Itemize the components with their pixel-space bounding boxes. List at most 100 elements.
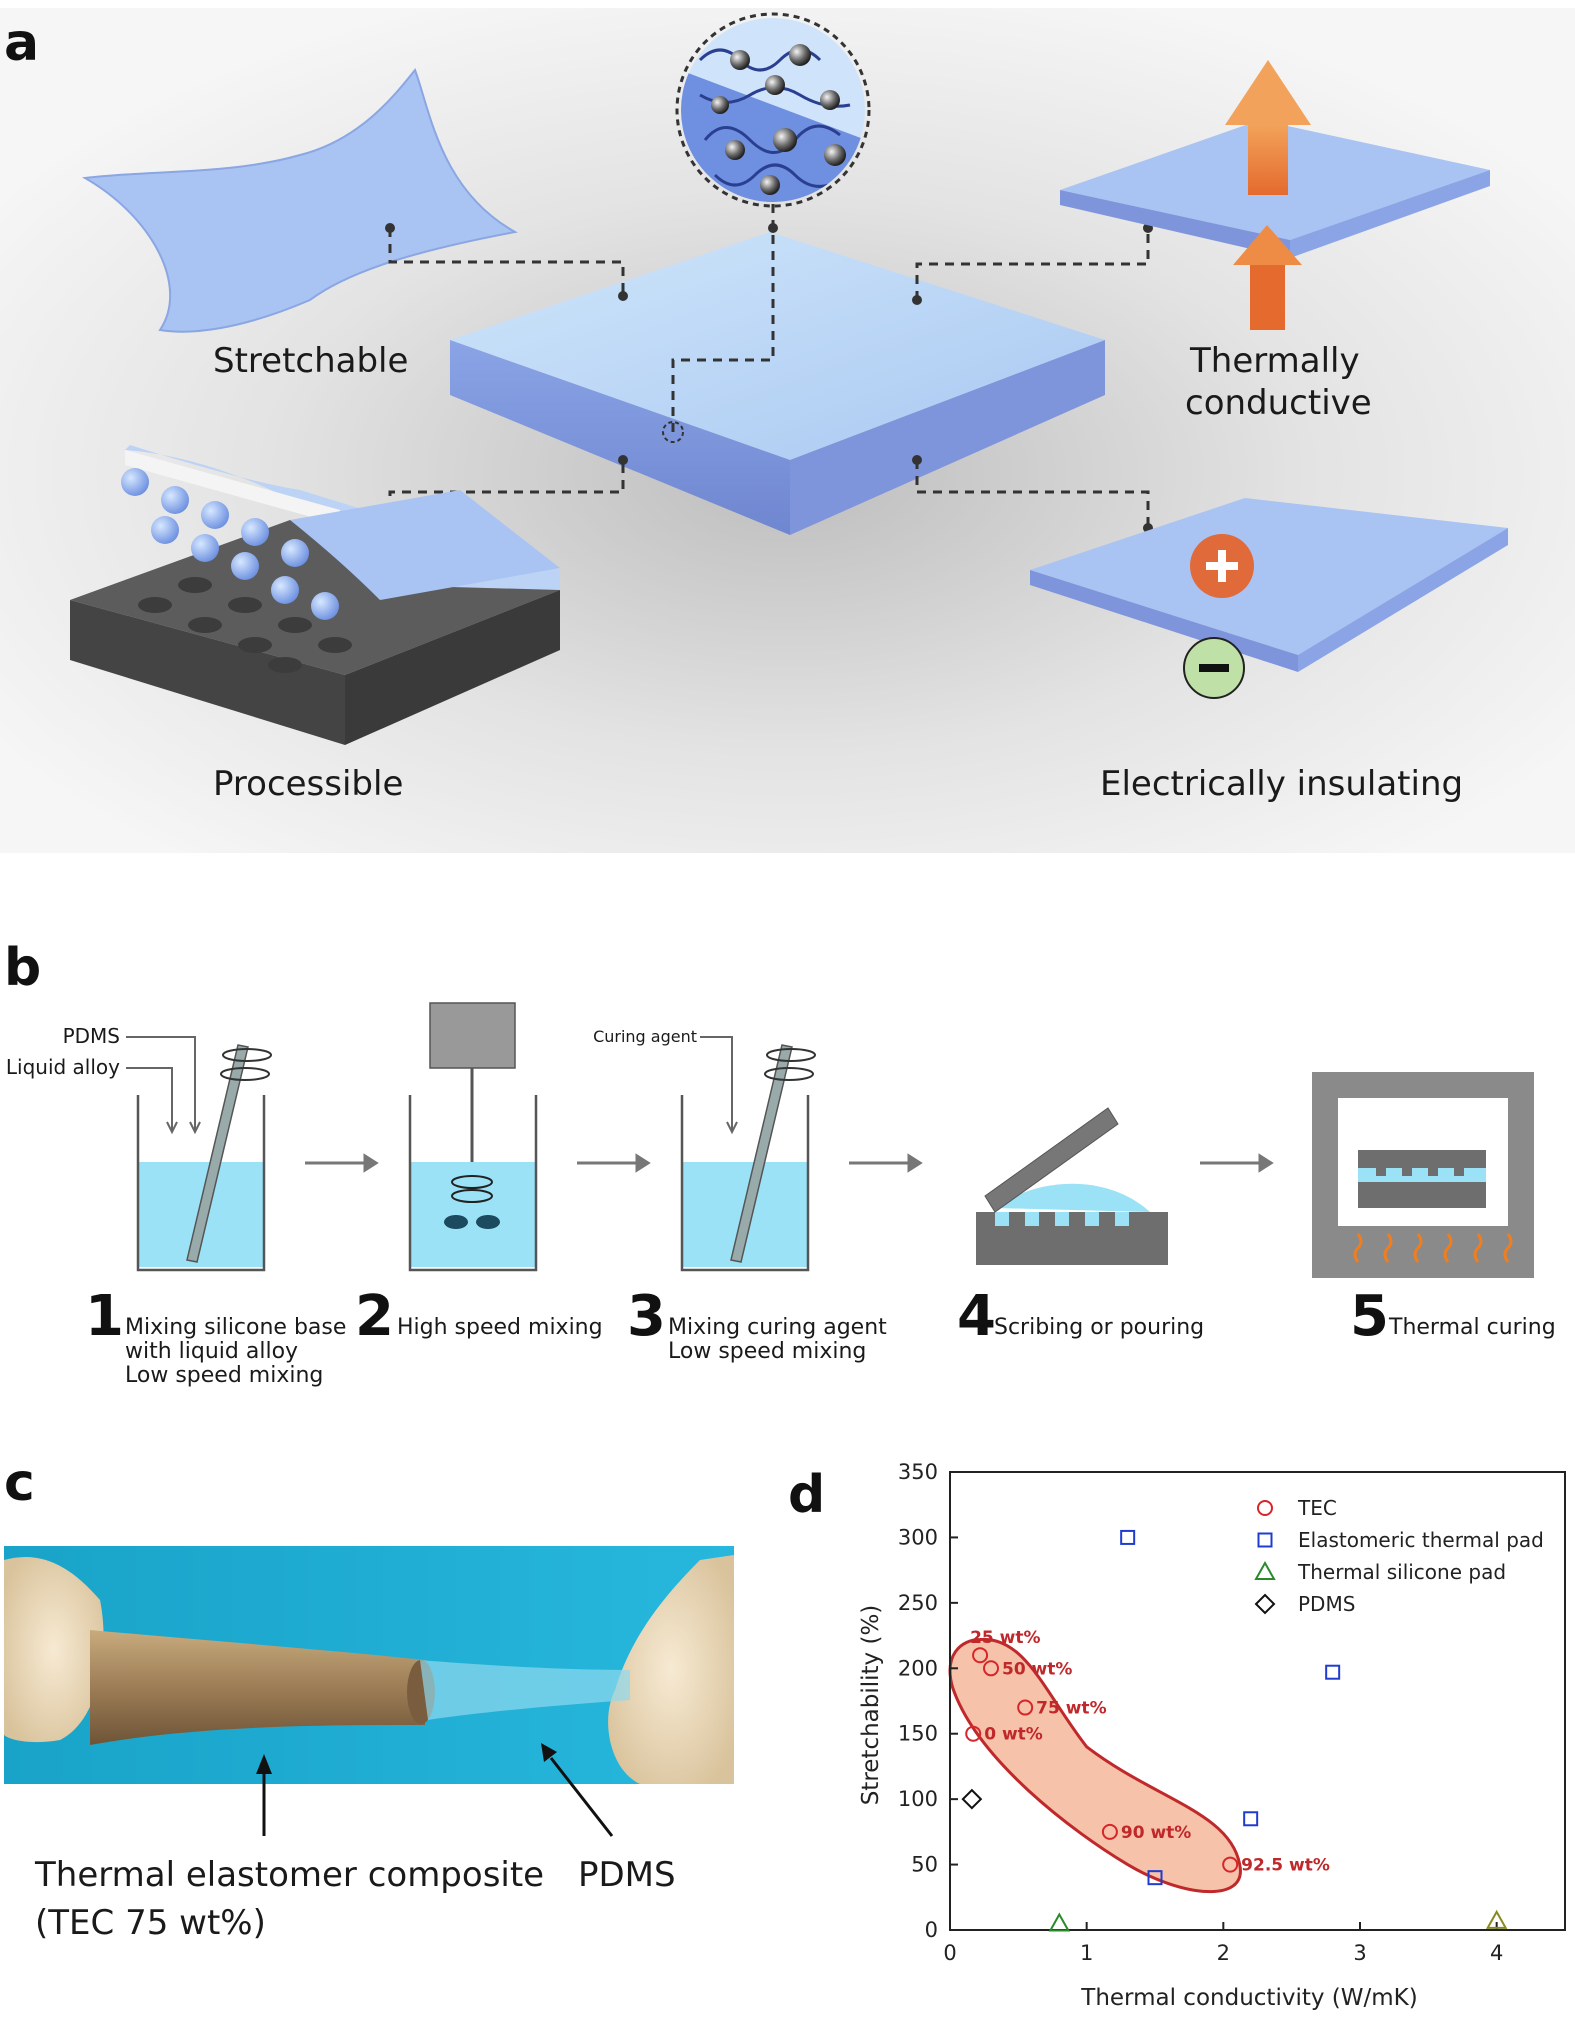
point-square-0 [1120, 1529, 1136, 1545]
legend-label-2: Thermal silicone pad [1297, 1560, 1506, 1584]
central-slab [450, 232, 1105, 535]
legend-label-1: Elastomeric thermal pad [1298, 1528, 1544, 1552]
legend-marker-3 [1254, 1593, 1276, 1615]
y-tick-label: 100 [898, 1787, 938, 1811]
legend-label-0: TEC [1297, 1496, 1337, 1520]
plus-icon [1190, 534, 1254, 598]
x-tick-label: 3 [1353, 1941, 1366, 1965]
label-electrically-insulating: Electrically insulating [1100, 764, 1463, 804]
processible-mold [70, 445, 560, 745]
label-pdms-input: PDMS [63, 1024, 120, 1048]
point-triangle-1 [1485, 1909, 1508, 1929]
point-circle-5 [1222, 1856, 1239, 1873]
step-1: 1 Mixing silicone base with liquid alloy… [85, 1284, 346, 1388]
photo [4, 1546, 734, 1837]
step-2: 2 High speed mixing [355, 1284, 603, 1349]
point-square-1 [1325, 1664, 1341, 1680]
mold-step-4 [976, 1107, 1168, 1265]
label-tec-wt: (TEC 75 wt%) [35, 1903, 266, 1943]
point-label-0: 25 wt% [970, 1628, 1040, 1648]
step-1-number: 1 [85, 1284, 124, 1349]
step-5-line-1: Thermal curing [1388, 1315, 1556, 1340]
label-processible: Processible [213, 764, 403, 804]
point-label-4: 90 wt% [1121, 1823, 1191, 1843]
step-4-number: 4 [957, 1284, 996, 1349]
label-thermally: Thermally [1189, 341, 1360, 381]
x-tick-label: 0 [943, 1941, 956, 1965]
arrow-up-icon [1225, 60, 1311, 330]
y-tick-label: 150 [898, 1722, 938, 1746]
y-tick-label: 250 [898, 1591, 938, 1615]
y-axis-title: Stretchability (%) [858, 1605, 884, 1806]
legend-marker-0 [1257, 1500, 1273, 1516]
panel-c: c Thermal elastomer composite (TEC 75 wt… [4, 1453, 734, 1943]
beaker-2 [408, 1002, 538, 1272]
label-curing-agent: Curing agent [593, 1027, 697, 1046]
beaker-3 [680, 1044, 816, 1272]
panel-b: b PDMS Liquid alloy [4, 938, 1556, 1388]
step-1-line-3: Low speed mixing [125, 1363, 323, 1388]
stretchable-sheet [81, 68, 518, 333]
label-liquid-alloy: Liquid alloy [6, 1055, 120, 1079]
panel-a-letter: a [4, 13, 39, 73]
panel-a: a Stretchable [0, 8, 1575, 853]
tec-highlight-region [948, 1637, 1242, 1894]
point-square-2 [1243, 1811, 1259, 1827]
step-3-line-2: Low speed mixing [668, 1339, 866, 1364]
step-1-line-1: Mixing silicone base [125, 1315, 346, 1340]
point-triangle-0 [1048, 1912, 1071, 1932]
point-circle-4 [1101, 1823, 1118, 1840]
panel-d-letter: d [788, 1465, 825, 1525]
point-diamond-0 [961, 1788, 983, 1810]
label-conductive: conductive [1185, 383, 1372, 423]
process-arrows [305, 1153, 1274, 1173]
minus-icon [1183, 637, 1245, 699]
step-3-number: 3 [627, 1284, 666, 1349]
step-4: 4 Scribing or pouring [957, 1284, 1204, 1349]
y-tick-label: 50 [911, 1853, 938, 1877]
zoom-target-circle [662, 421, 684, 443]
label-stretchable: Stretchable [213, 341, 408, 381]
point-square-3 [1147, 1870, 1163, 1886]
x-tick-label: 4 [1490, 1941, 1503, 1965]
zoom-bubble [675, 12, 871, 208]
point-circle-0 [972, 1647, 989, 1664]
x-axis-title: Thermal conductivity (W/mK) [1080, 1985, 1417, 2011]
curing-arrow [700, 1036, 738, 1135]
legend-marker-2 [1254, 1560, 1276, 1580]
legend-label-3: PDMS [1298, 1592, 1355, 1616]
label-pdms-photo: PDMS [578, 1855, 676, 1895]
label-tec: Thermal elastomer composite [34, 1855, 544, 1895]
step-5-number: 5 [1350, 1284, 1389, 1349]
point-label-1: 50 wt% [1002, 1659, 1072, 1679]
y-tick-label: 300 [898, 1525, 938, 1549]
step-1-line-2: with liquid alloy [125, 1339, 298, 1364]
oven-step-5 [1312, 1072, 1534, 1278]
step-5: 5 Thermal curing [1350, 1284, 1556, 1349]
plot-frame [949, 1471, 1566, 1931]
step-2-number: 2 [355, 1284, 394, 1349]
panel-b-letter: b [4, 938, 41, 998]
point-circle-3 [965, 1725, 982, 1742]
point-circle-1 [983, 1660, 999, 1677]
point-label-2: 75 wt% [1036, 1699, 1106, 1719]
step-3: 3 Mixing curing agent Low speed mixing [627, 1284, 887, 1364]
y-tick-label: 0 [925, 1918, 938, 1942]
step-3-line-1: Mixing curing agent [668, 1315, 887, 1340]
panel-c-letter: c [4, 1453, 35, 1513]
y-tick-label: 200 [898, 1656, 938, 1680]
legend-marker-1 [1257, 1532, 1273, 1548]
y-tick-label: 350 [898, 1460, 938, 1484]
point-label-5: 92.5 wt% [1241, 1856, 1330, 1876]
point-label-3: 0 wt% [984, 1725, 1043, 1745]
input-arrows [126, 1036, 201, 1135]
x-tick-label: 1 [1080, 1941, 1093, 1965]
x-tick-label: 2 [1217, 1941, 1230, 1965]
step-2-line-1: High speed mixing [397, 1315, 603, 1340]
point-circle-2 [1017, 1699, 1034, 1716]
step-4-line-1: Scribing or pouring [994, 1315, 1204, 1340]
